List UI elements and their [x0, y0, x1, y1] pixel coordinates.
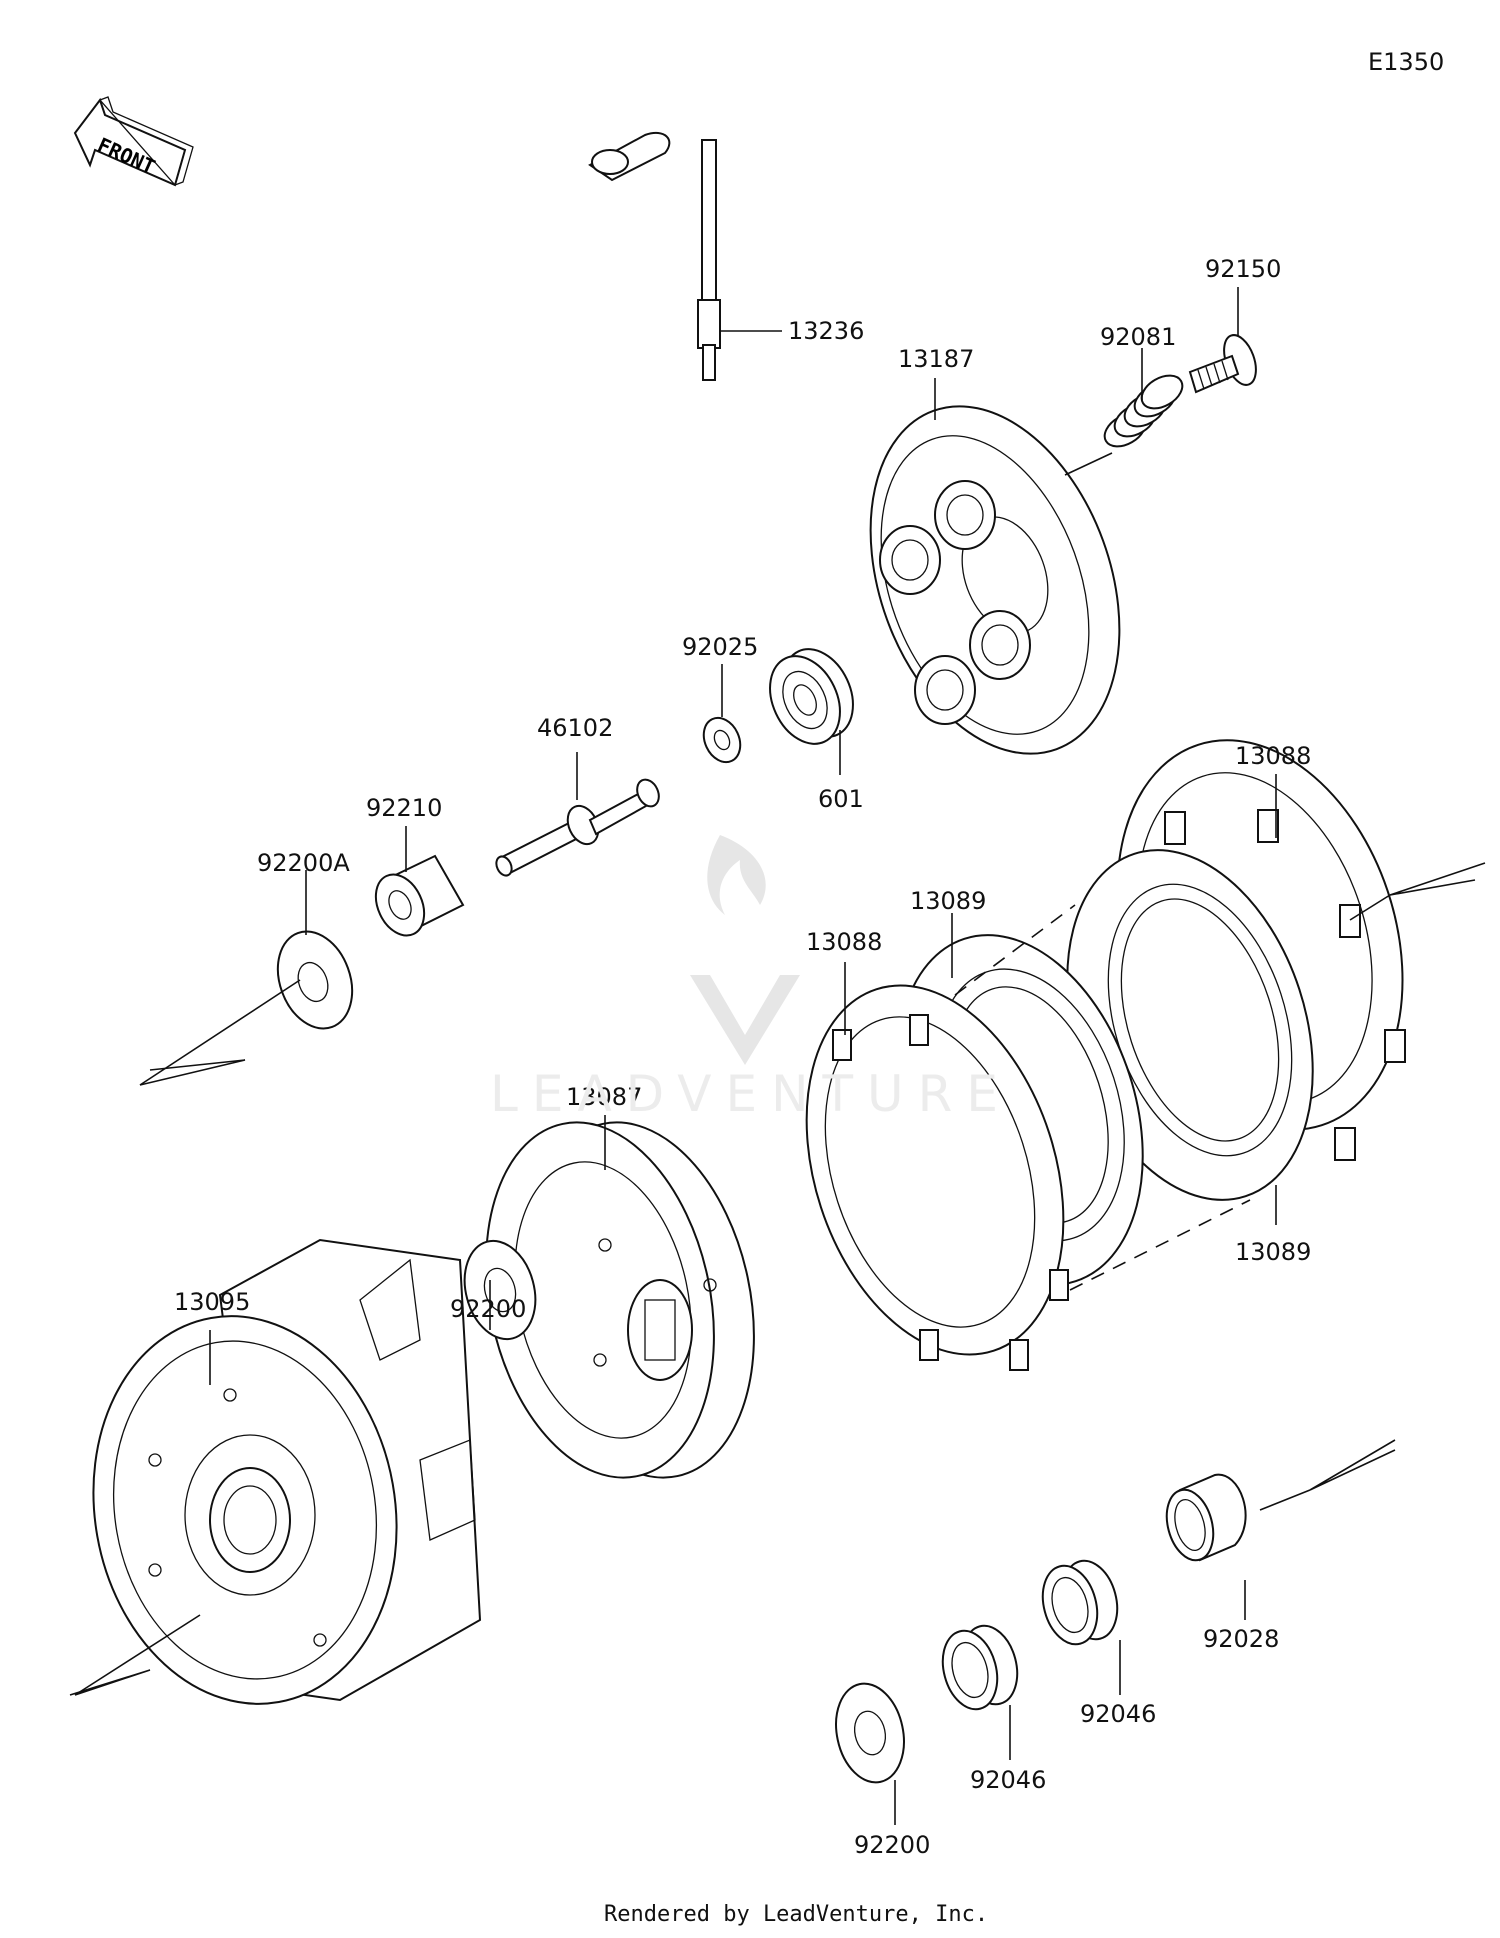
part-label-92150[interactable]: 92150 — [1205, 255, 1282, 283]
bolt — [1188, 334, 1257, 394]
part-label-46102[interactable]: 46102 — [537, 714, 614, 742]
thrust-washer-mid — [463, 1239, 537, 1341]
part-label-92210[interactable]: 92210 — [366, 794, 443, 822]
part-label-92046-right[interactable]: 92046 — [1080, 1700, 1157, 1728]
clutch-nut — [374, 854, 465, 937]
lock-washer — [276, 930, 354, 1030]
clutch-shaft — [495, 778, 660, 877]
part-label-13089-top[interactable]: 13089 — [910, 887, 987, 915]
clutch-hub — [485, 1121, 755, 1479]
watermark-logo — [690, 835, 800, 1065]
needle-bearing-right — [1041, 1559, 1119, 1646]
assembly-lines — [69, 452, 1486, 1696]
part-label-92046-left[interactable]: 92046 — [970, 1766, 1047, 1794]
part-label-601[interactable]: 601 — [818, 785, 864, 813]
bearing — [769, 648, 854, 745]
clutch-spring — [1103, 374, 1184, 448]
part-label-92081[interactable]: 92081 — [1100, 323, 1177, 351]
part-label-92028[interactable]: 92028 — [1203, 1625, 1280, 1653]
friction-plate-mid — [805, 984, 1069, 1371]
part-label-13236[interactable]: 13236 — [788, 317, 865, 345]
part-label-13088-top[interactable]: 13088 — [1235, 742, 1312, 770]
pressure-plate — [869, 405, 1121, 755]
part-label-92200A[interactable]: 92200A — [257, 849, 350, 877]
part-label-92200-bottom[interactable]: 92200 — [854, 1831, 931, 1859]
part-label-13187[interactable]: 13187 — [898, 345, 975, 373]
footer-credit: Rendered by LeadVenture, Inc. — [604, 1902, 989, 1927]
diagram-code: E1350 — [1368, 48, 1445, 76]
watermark-text: LEADVENTURE — [490, 1065, 1012, 1123]
part-label-13089-right[interactable]: 13089 — [1235, 1238, 1312, 1266]
part-label-13095[interactable]: 13095 — [174, 1288, 251, 1316]
part-label-92025[interactable]: 92025 — [682, 633, 759, 661]
part-label-13087[interactable]: 13087 — [566, 1083, 643, 1111]
clutch-housing — [92, 1238, 482, 1705]
sleeve — [1165, 1473, 1247, 1562]
push-rod-lever — [588, 132, 721, 381]
needle-bearing-left — [941, 1624, 1019, 1711]
washer-small — [702, 716, 742, 764]
front-arrow-icon: FRONT — [73, 96, 194, 187]
thrust-washer-bottom — [835, 1682, 905, 1784]
part-label-92200-mid[interactable]: 92200 — [450, 1295, 527, 1323]
part-label-13088-mid[interactable]: 13088 — [806, 928, 883, 956]
leader-lines — [209, 287, 1277, 1825]
